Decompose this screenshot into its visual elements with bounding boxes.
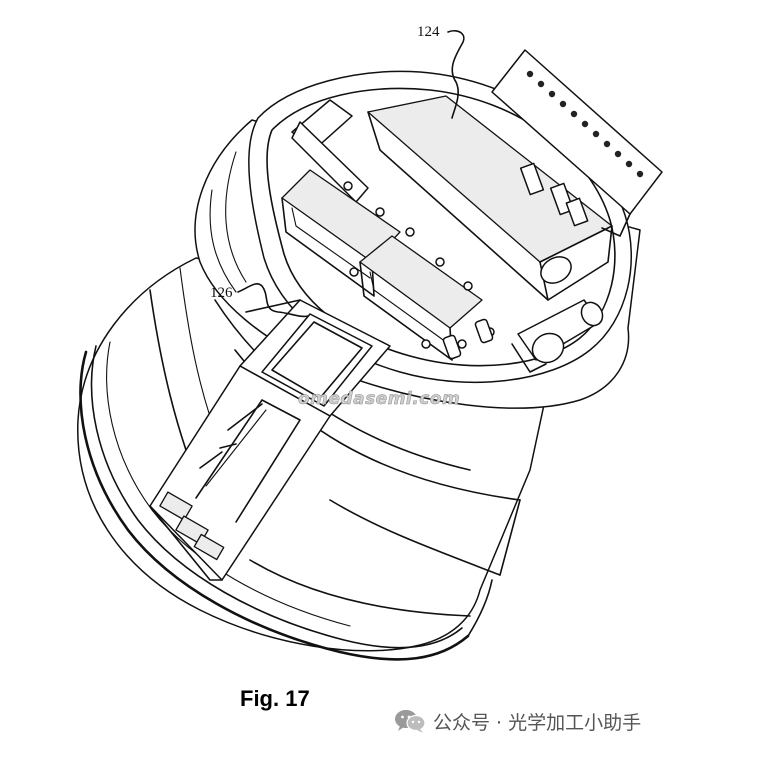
ref-label-124: 124 (417, 24, 440, 40)
figure-caption: Fig. 17 (240, 686, 310, 711)
wechat-icon (393, 708, 427, 734)
ref-label-126: 126 (210, 285, 233, 301)
sensor-chute-126 (149, 299, 391, 581)
reference-label-126: 126 (210, 283, 309, 318)
reference-label-124: 124 (417, 24, 465, 119)
component-modules (281, 99, 604, 373)
account-tag: 公众号 · 光学加工小助手 (393, 706, 641, 736)
watermark-text: omedasemi.com (298, 389, 460, 409)
account-tag-text: 公众号 · 光学加工小助手 (433, 711, 642, 734)
